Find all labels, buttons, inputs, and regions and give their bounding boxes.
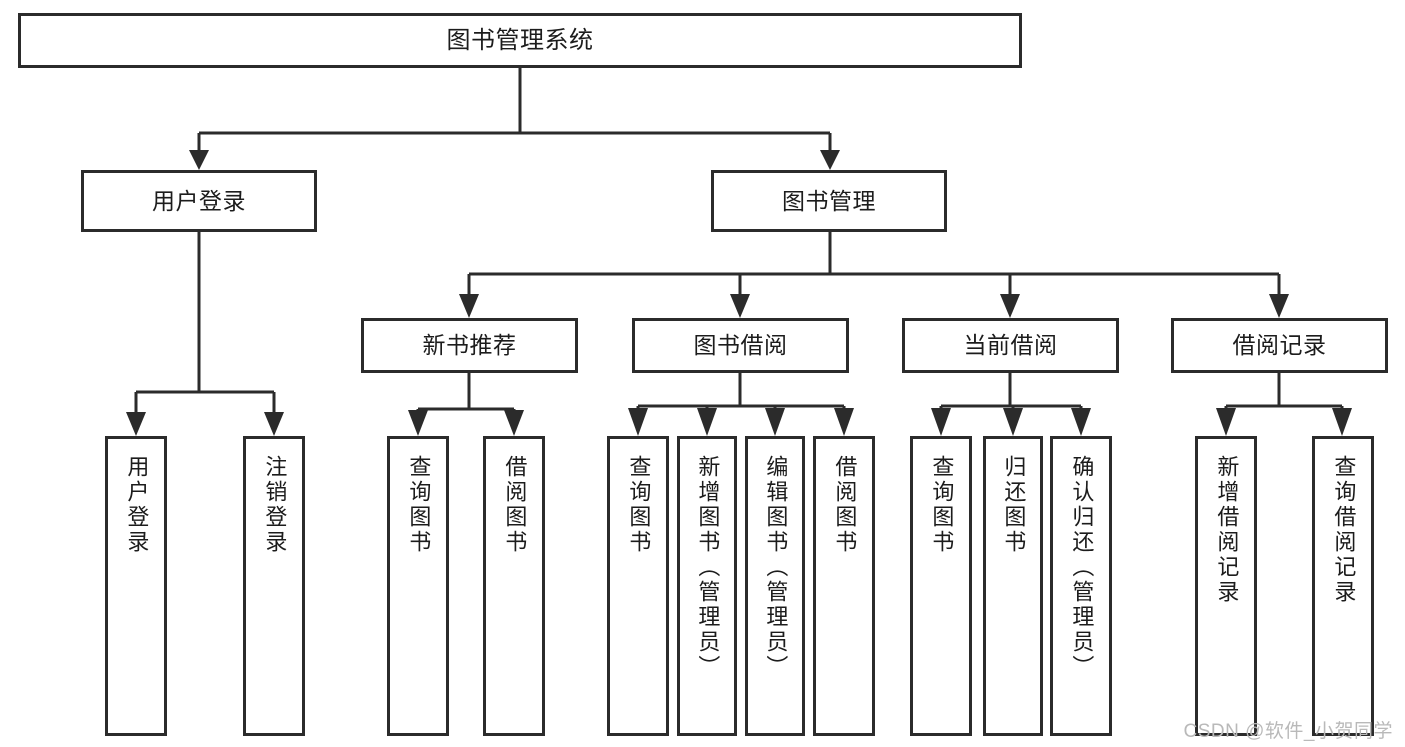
leaf-add-borrow-record-label: 新增借阅记录	[1214, 455, 1240, 605]
node-current-borrow-label: 当前借阅	[963, 332, 1058, 359]
arrowhead-records	[1269, 294, 1289, 318]
node-user-login-label: 用户登录	[152, 187, 246, 214]
arrowhead-current	[1000, 294, 1020, 318]
arrowhead-borrow-leaf-3	[765, 408, 785, 436]
leaf-add-book-admin[interactable]: 新增图书（管理员）	[677, 436, 737, 736]
leaf-user-login[interactable]: 用户登录	[105, 436, 167, 736]
leaf-query-book-borrow[interactable]: 查询图书	[607, 436, 669, 736]
arrowhead-leaf-logout	[264, 412, 284, 436]
leaf-borrow-book-newbook[interactable]: 借阅图书	[483, 436, 545, 736]
leaf-logout[interactable]: 注销登录	[243, 436, 305, 736]
node-borrow-records-label: 借阅记录	[1232, 332, 1327, 359]
arrowhead-user-login	[189, 150, 209, 170]
leaf-query-borrow-record-label: 查询借阅记录	[1331, 455, 1357, 605]
leaf-add-borrow-record[interactable]: 新增借阅记录	[1195, 436, 1257, 736]
arrowhead-leaf-user-login	[126, 412, 146, 436]
arrowhead-newbook	[459, 294, 479, 318]
leaf-query-book-borrow-label: 查询图书	[626, 455, 652, 555]
leaf-query-book-current-label: 查询图书	[929, 455, 955, 555]
leaf-return-book[interactable]: 归还图书	[983, 436, 1043, 736]
node-root[interactable]: 图书管理系统	[18, 13, 1022, 68]
arrowhead-borrow-leaf-2	[697, 408, 717, 436]
leaf-query-book-newbook[interactable]: 查询图书	[387, 436, 449, 736]
arrowhead-borrow-leaf-1	[628, 408, 648, 436]
leaf-return-book-label: 归还图书	[1001, 455, 1027, 555]
node-book-borrow[interactable]: 图书借阅	[632, 318, 849, 373]
leaf-query-book-current[interactable]: 查询图书	[910, 436, 972, 736]
node-new-book-recommend[interactable]: 新书推荐	[361, 318, 578, 373]
leaf-borrow-book-label: 借阅图书	[832, 455, 858, 555]
arrowhead-borrow-leaf-4	[834, 408, 854, 436]
node-book-borrow-label: 图书借阅	[693, 332, 788, 359]
arrowhead-newbook-leaf-2	[504, 410, 524, 436]
arrowhead-records-leaf-2	[1332, 408, 1352, 436]
arrowhead-current-leaf-3	[1071, 408, 1091, 436]
leaf-query-borrow-record[interactable]: 查询借阅记录	[1312, 436, 1374, 736]
leaf-borrow-book-newbook-label: 借阅图书	[502, 455, 528, 555]
node-current-borrow[interactable]: 当前借阅	[902, 318, 1119, 373]
arrowhead-book-mgmt	[820, 150, 840, 170]
leaf-edit-book-admin[interactable]: 编辑图书（管理员）	[745, 436, 805, 736]
leaf-add-book-admin-label: 新增图书（管理员）	[695, 455, 721, 680]
watermark: CSDN @软件_小贺同学	[1183, 721, 1393, 742]
arrowhead-current-leaf-2	[1003, 408, 1023, 436]
node-new-book-recommend-label: 新书推荐	[422, 332, 517, 359]
node-borrow-records[interactable]: 借阅记录	[1171, 318, 1388, 373]
leaf-logout-label: 注销登录	[262, 455, 288, 555]
leaf-borrow-book[interactable]: 借阅图书	[813, 436, 875, 736]
node-book-management-label: 图书管理	[782, 187, 876, 214]
leaf-edit-book-admin-label: 编辑图书（管理员）	[763, 455, 789, 680]
leaf-confirm-return-admin[interactable]: 确认归还（管理员）	[1050, 436, 1112, 736]
leaf-query-book-newbook-label: 查询图书	[406, 455, 432, 555]
arrowhead-borrow	[730, 294, 750, 318]
arrowhead-records-leaf-1	[1216, 408, 1236, 436]
leaf-user-login-label: 用户登录	[124, 455, 150, 555]
leaf-confirm-return-admin-label: 确认归还（管理员）	[1069, 455, 1095, 680]
arrowhead-current-leaf-1	[931, 408, 951, 436]
node-user-login[interactable]: 用户登录	[81, 170, 317, 232]
arrowhead-newbook-leaf-1	[408, 410, 428, 436]
node-root-label: 图书管理系统	[446, 26, 594, 54]
node-book-management[interactable]: 图书管理	[711, 170, 947, 232]
